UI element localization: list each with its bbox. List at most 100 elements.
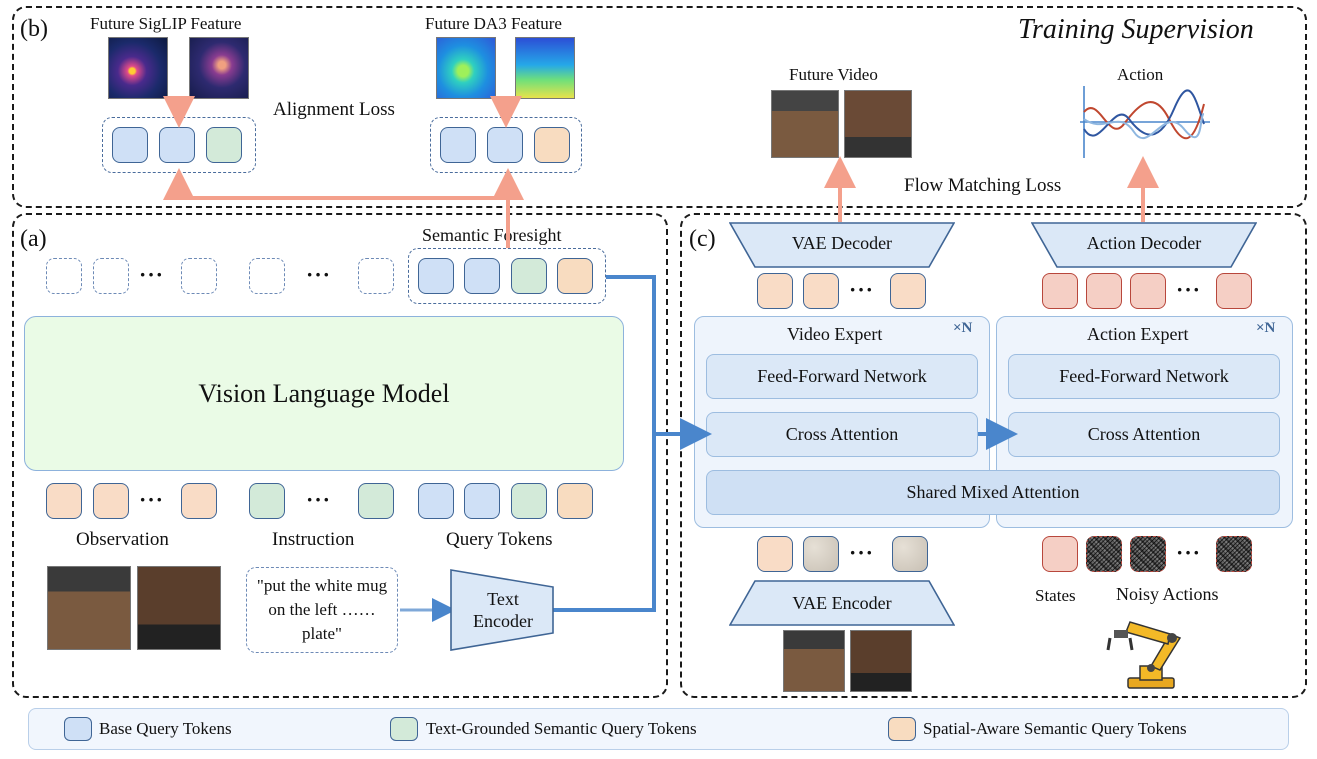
panel-b-title: Training Supervision	[1018, 14, 1254, 45]
vision-language-model-box: Vision Language Model	[24, 316, 624, 471]
future-video-label: Future Video	[789, 65, 878, 84]
robot-scene-image	[137, 566, 221, 650]
semantic-foresight-label: Semantic Foresight	[422, 225, 562, 245]
vae-encoder-label: VAE Encoder	[792, 593, 892, 613]
depth-image	[515, 37, 575, 99]
text-grounded-token	[206, 127, 242, 163]
observation-token	[46, 483, 82, 519]
panel-experts	[680, 213, 1307, 698]
instruction-text-box: "put the white mug on the left …… plate"	[246, 567, 398, 653]
legend-base-label: Base Query Tokens	[99, 719, 232, 738]
flow-matching-loss-label: Flow Matching Loss	[904, 175, 1062, 196]
vlm-label: Vision Language Model	[198, 378, 450, 408]
action-output-token	[1042, 273, 1078, 309]
legend-spatial-aware-label: Spatial-Aware Semantic Query Tokens	[923, 719, 1187, 738]
action-label: Action	[1117, 65, 1164, 84]
video-expert-repeat: ×N	[953, 320, 973, 336]
video-output-token	[757, 273, 793, 309]
panel-c-tag: (c)	[689, 226, 716, 252]
observation-token	[181, 483, 217, 519]
observation-token	[93, 483, 129, 519]
legend-swatch-text-grounded	[390, 717, 418, 741]
robot-scene-image	[844, 90, 912, 158]
ellipsis: ···	[849, 277, 875, 302]
video-ffn-box: Feed-Forward Network	[706, 354, 978, 399]
legend-swatch-spatial-aware	[888, 717, 916, 741]
action-ffn-label: Feed-Forward Network	[1059, 366, 1229, 386]
heatmap-image	[189, 37, 249, 99]
video-cross-attention-box: Cross Attention	[706, 412, 978, 457]
action-cross-attention-label: Cross Attention	[1087, 424, 1201, 444]
empty-token	[93, 258, 129, 294]
action-output-token	[1086, 273, 1122, 309]
vae-encoder-shape	[729, 580, 955, 626]
legend-swatch-base	[64, 717, 92, 741]
ellipsis: ···	[1176, 540, 1202, 565]
query-tokens-label: Query Tokens	[446, 529, 553, 550]
base-query-token	[418, 258, 454, 294]
text-encoder-label: Text Encoder	[473, 589, 533, 631]
ellipsis: ···	[139, 262, 165, 287]
legend-text-grounded-label: Text-Grounded Semantic Query Tokens	[426, 719, 697, 738]
legend-bar	[28, 708, 1289, 750]
instruction-token	[358, 483, 394, 519]
action-curve-icon	[1080, 86, 1210, 158]
base-query-token	[464, 483, 500, 519]
arrow-foresight-to-expert	[606, 275, 712, 450]
text-encoder-shape	[450, 569, 554, 651]
base-query-token	[487, 127, 523, 163]
video-output-token	[890, 273, 926, 309]
robot-arm-icon	[1106, 621, 1182, 689]
robot-scene-image	[850, 630, 912, 692]
ellipsis: ···	[849, 540, 875, 565]
video-input-token	[757, 536, 793, 572]
empty-token	[181, 258, 217, 294]
base-query-token	[112, 127, 148, 163]
noisy-action-token	[1086, 536, 1122, 572]
robot-scene-image	[783, 630, 845, 692]
video-noise-token	[892, 536, 928, 572]
instruction-token	[249, 483, 285, 519]
empty-token	[358, 258, 394, 294]
video-expert-label: Video Expert	[787, 324, 883, 344]
action-cross-attention-box: Cross Attention	[1008, 412, 1280, 457]
noisy-action-token	[1130, 536, 1166, 572]
observation-label: Observation	[76, 529, 169, 550]
vae-decoder-label: VAE Decoder	[791, 233, 893, 253]
action-expert-repeat: ×N	[1256, 320, 1276, 336]
state-token	[1042, 536, 1078, 572]
shared-mixed-attention-label: Shared Mixed Attention	[906, 482, 1080, 502]
base-query-token	[440, 127, 476, 163]
noisy-action-token	[1216, 536, 1252, 572]
states-label: States	[1035, 586, 1076, 605]
semantic-foresight-group	[408, 248, 606, 304]
empty-token	[46, 258, 82, 294]
heatmap-image	[108, 37, 168, 99]
action-expert-label: Action Expert	[1087, 324, 1189, 344]
vae-decoder-shape	[729, 222, 955, 268]
panel-b-tag: (b)	[20, 16, 48, 42]
spatial-aware-token	[557, 258, 593, 294]
video-ffn-label: Feed-Forward Network	[757, 366, 927, 386]
robot-scene-image	[771, 90, 839, 158]
robot-scene-image	[47, 566, 131, 650]
instruction-label: Instruction	[272, 529, 355, 550]
spatial-aware-token	[557, 483, 593, 519]
text-grounded-token	[511, 258, 547, 294]
depth-image	[436, 37, 496, 99]
panel-a-tag: (a)	[20, 226, 47, 252]
empty-token	[249, 258, 285, 294]
noisy-actions-label: Noisy Actions	[1116, 584, 1219, 604]
panel-vlm	[12, 213, 668, 698]
alignment-loss-label: Alignment Loss	[273, 99, 395, 120]
instruction-text: "put the white mug on the left …… plate"	[256, 576, 388, 643]
base-query-token	[418, 483, 454, 519]
video-cross-attention-label: Cross Attention	[785, 424, 899, 444]
action-decoder-shape	[1031, 222, 1257, 268]
video-output-token	[803, 273, 839, 309]
ellipsis: ···	[139, 487, 165, 512]
ellipsis: ···	[306, 487, 332, 512]
action-ffn-box: Feed-Forward Network	[1008, 354, 1280, 399]
arrow-textenc-to-expert	[552, 434, 656, 612]
